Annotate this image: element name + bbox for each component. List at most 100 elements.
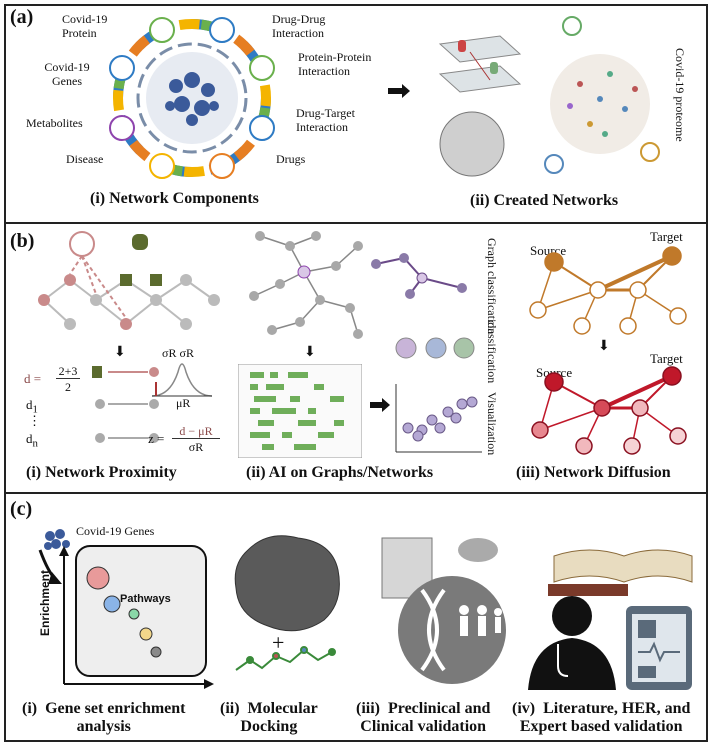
stacked-layers-icon <box>438 35 522 93</box>
caption-c-iv: (iv) Literature, HER, and Expert based v… <box>512 700 691 735</box>
people-icon <box>459 605 502 636</box>
protein-cluster-icon <box>165 72 219 126</box>
diffusion-graph-bottom <box>531 366 687 455</box>
mouse-icon <box>458 538 498 562</box>
text-ppi: Protein-Protein Interaction <box>298 50 372 78</box>
virus-icon-source <box>69 231 95 257</box>
panel-label-c: (c) <box>10 498 33 520</box>
created-networks-illustration <box>438 16 660 177</box>
core-circle <box>146 52 238 144</box>
classification-graph <box>371 253 467 299</box>
label-target-bottom: Target <box>650 351 683 366</box>
ai-input-graph <box>249 231 363 339</box>
formula-z-den: σR <box>188 440 204 454</box>
label-graph-classification: Graph classification <box>485 238 499 335</box>
scatter-points <box>402 396 478 442</box>
figure-frame <box>4 4 708 742</box>
label-disease: Disease <box>66 152 104 166</box>
proximity-edges <box>43 279 215 325</box>
formula-vdots: ⋮ <box>28 413 41 428</box>
graph-nodes <box>249 231 363 339</box>
dn-sub: n <box>32 437 38 450</box>
enrichment-plot <box>38 545 214 689</box>
proximity-dashed-paths <box>69 255 127 319</box>
plus-sign: + <box>272 630 285 655</box>
virus-icon-left <box>544 154 564 174</box>
pathway-bubble-4 <box>139 627 153 641</box>
virus-icon-top <box>562 16 582 36</box>
arrow-down-b-ii: ⬇ <box>304 345 316 360</box>
graph-edges <box>253 235 359 335</box>
formula-d-eq: d = <box>24 371 42 386</box>
d1-sub: 1 <box>32 403 38 416</box>
matrix-cells <box>250 372 344 450</box>
label-drugs: Drugs <box>276 152 306 166</box>
text-covid-genes: Covid-19 Genes <box>44 60 90 88</box>
gaussian-curve <box>151 363 213 397</box>
inner-dashed-ring <box>136 42 248 154</box>
label-ppi: Protein-Protein Interaction <box>298 50 398 78</box>
doctor-icon <box>528 596 616 690</box>
diffusion-graph-top <box>529 246 687 335</box>
caption-b-i: (i) Network Proximity <box>26 464 177 481</box>
enrichment-box <box>75 545 207 677</box>
label-covid-genes: Covid-19 Genes <box>32 60 102 88</box>
visualization-scatter <box>395 384 482 453</box>
pathway-bubble-5 <box>150 646 162 658</box>
adjacency-matrix <box>238 364 362 458</box>
panel-label-a: (a) <box>10 6 34 28</box>
label-pathways: Pathways <box>120 593 171 605</box>
formula-z: z = <box>148 431 165 446</box>
formula-d1: d1 <box>26 398 38 417</box>
arrow-a <box>388 84 410 98</box>
label-classification: classification <box>485 320 499 384</box>
d1-base: d <box>26 397 33 412</box>
node-classification-circles <box>395 337 475 359</box>
label-covid-protein: Covid-19 Protein <box>62 12 132 40</box>
dense-network-ball <box>439 111 505 177</box>
virus-icon-right <box>640 142 660 162</box>
text-drug-drug: Drug-Drug Interaction <box>272 12 326 40</box>
divider-b-c <box>4 492 708 494</box>
closed-book-icon <box>548 584 628 596</box>
pathway-bubble-3 <box>128 608 140 620</box>
formula-numerator: 2+3 <box>56 364 80 379</box>
proteome-network <box>550 54 650 154</box>
label-target-top: Target <box>650 229 683 244</box>
diffusion-nodes-bottom <box>531 366 687 455</box>
tablet-ehr-icon <box>626 606 692 690</box>
divider-a-b <box>4 222 708 224</box>
label-metabolites: Metabolites <box>26 116 83 130</box>
arrow-down-b-iii: ⬇ <box>598 339 610 354</box>
caption-b-iii: (iii) Network Diffusion <box>516 464 671 481</box>
open-book-icon <box>553 549 693 583</box>
distance-arrows <box>92 366 159 443</box>
formula-denominator: 2 <box>65 380 71 394</box>
caption-c-iii: (iii) Preclinical and Clinical validatio… <box>356 700 491 735</box>
label-enrichment: Enrichment <box>38 570 52 637</box>
preclinical-illustration <box>381 537 506 684</box>
formula-dn: dn <box>26 432 38 451</box>
panel-label-b: (b) <box>10 230 35 252</box>
pathway-bubble-2 <box>103 595 121 613</box>
formula-mu: μR <box>176 396 191 410</box>
drug-icon <box>132 234 148 250</box>
arrow-to-scatter <box>370 398 390 412</box>
proximity-nodes <box>38 274 220 330</box>
clinical-circle <box>398 576 506 684</box>
caption-c-i: (i) Gene set enrichment analysis <box>22 700 186 735</box>
text-covid-protein: Covid-19 Protein <box>62 12 108 40</box>
outer-ring-yellow <box>113 19 271 177</box>
label-drug-drug: Drug-Drug Interaction <box>272 12 362 40</box>
formula-z-num: d − μR <box>172 424 220 439</box>
caption-c-ii: (ii) Molecular Docking <box>220 700 318 735</box>
ligand-molecule <box>235 646 336 671</box>
network-components-ring <box>109 17 275 179</box>
caption-a-ii: (ii) Created Networks <box>470 192 619 209</box>
label-covid-proteome: Covid-19 proteome <box>673 48 687 142</box>
dn-base: d <box>26 431 33 446</box>
formula-sigma: σR σR <box>162 346 194 360</box>
proximity-network <box>38 231 220 330</box>
diffusion-nodes-top <box>529 246 687 335</box>
arrow-down-b-i: ⬇ <box>114 345 126 360</box>
